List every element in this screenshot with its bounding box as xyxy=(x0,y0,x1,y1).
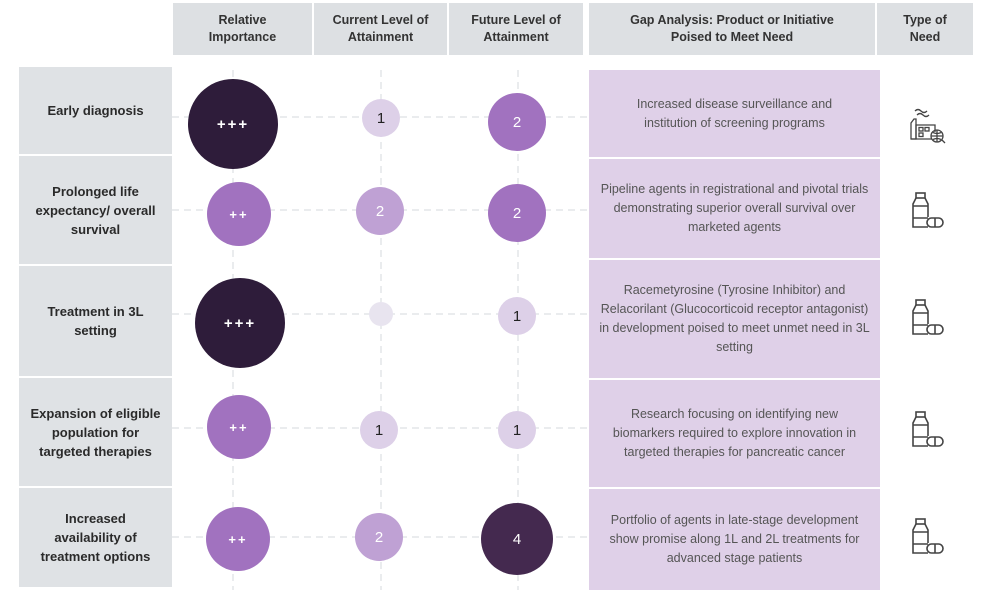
future-level-bubble-early-diagnosis: 2 xyxy=(488,93,546,151)
row-label-early-diagnosis: Early diagnosis xyxy=(19,67,172,154)
need-label: Treatment in 3L setting xyxy=(47,304,144,338)
importance-bubble-prolonged-life: ++ xyxy=(207,182,271,246)
medicine-bottle-pill-icon xyxy=(905,408,949,452)
future-level-value: 2 xyxy=(512,204,522,222)
current-level-bubble-treatment-options: 2 xyxy=(355,513,403,561)
gap-box-treatment-3l: Racemetyrosine (Tyrosine Inhibitor) and … xyxy=(589,260,880,378)
importance-bubble-treatment-options: ++ xyxy=(206,507,270,571)
future-level-bubble-treatment-3l: 1 xyxy=(498,297,536,335)
header-relative-importance: Relative Importance xyxy=(173,3,312,55)
gap-box-prolonged-life: Pipeline agents in registrational and pi… xyxy=(589,159,880,258)
header-gap-analysis: Gap Analysis: Product or Initiative Pois… xyxy=(589,3,875,55)
current-level-bubble-expansion-population: 1 xyxy=(360,411,398,449)
need-label: Prolonged life expectancy/ overall survi… xyxy=(35,183,156,237)
row-label-treatment-3l: Treatment in 3L setting xyxy=(19,266,172,376)
header-current-level: Current Level of Attainment xyxy=(314,3,447,55)
gap-box-expansion-population: Research focusing on identifying new bio… xyxy=(589,380,880,487)
header-label: Current Level of Attainment xyxy=(332,13,429,44)
future-level-bubble-expansion-population: 1 xyxy=(498,411,536,449)
future-level-bubble-treatment-options: 4 xyxy=(481,503,553,575)
header-label: Gap Analysis: Product or Initiative Pois… xyxy=(630,13,834,44)
importance-bubble-early-diagnosis: +++ xyxy=(188,79,278,169)
importance-value: +++ xyxy=(216,115,250,133)
header-label: Future Level of Attainment xyxy=(471,13,561,44)
medicine-bottle-pill-icon xyxy=(905,296,949,340)
need-label: Early diagnosis xyxy=(47,103,144,118)
future-level-value: 4 xyxy=(512,530,522,548)
header-label: Type of Need xyxy=(903,13,947,44)
row-label-treatment-options: Increased availability of treatment opti… xyxy=(19,488,172,587)
importance-value: ++ xyxy=(228,531,248,547)
gap-text: Increased disease surveillance and insti… xyxy=(636,96,833,130)
gap-text: Research focusing on identifying new bio… xyxy=(612,407,857,459)
gap-text: Racemetyrosine (Tyrosine Inhibitor) and … xyxy=(599,283,870,354)
need-label: Increased availability of treatment opti… xyxy=(40,511,151,564)
row-label-expansion-population: Expansion of eligible population for tar… xyxy=(19,378,172,486)
current-level-value: 1 xyxy=(376,109,386,127)
gap-box-early-diagnosis: Increased disease surveillance and insti… xyxy=(589,70,880,157)
current-level-value: 2 xyxy=(375,202,385,220)
gap-text: Pipeline agents in registrational and pi… xyxy=(600,182,869,234)
importance-value: ++ xyxy=(229,206,249,222)
importance-value: +++ xyxy=(223,314,257,332)
header-type-of-need: Type of Need xyxy=(877,3,973,55)
importance-bubble-treatment-3l: +++ xyxy=(195,278,285,368)
medicine-bottle-pill-icon xyxy=(905,189,949,233)
future-level-bubble-prolonged-life: 2 xyxy=(488,184,546,242)
row-label-prolonged-life: Prolonged life expectancy/ overall survi… xyxy=(19,156,172,264)
current-level-value: 2 xyxy=(374,528,384,546)
medicine-bottle-pill-icon xyxy=(905,515,949,559)
current-level-value: 1 xyxy=(374,421,384,439)
current-level-bubble-prolonged-life: 2 xyxy=(356,187,404,235)
gap-text: Portfolio of agents in late-stage develo… xyxy=(609,513,860,565)
header-future-level: Future Level of Attainment xyxy=(449,3,583,55)
factory-globe-icon xyxy=(905,101,949,145)
current-level-bubble-treatment-3l xyxy=(369,302,393,326)
gap-box-treatment-options: Portfolio of agents in late-stage develo… xyxy=(589,489,880,590)
future-level-value: 2 xyxy=(512,113,522,131)
importance-bubble-expansion-population: ++ xyxy=(207,395,271,459)
header-label: Relative Importance xyxy=(208,13,277,44)
need-label: Expansion of eligible population for tar… xyxy=(30,405,161,459)
future-level-value: 1 xyxy=(512,421,522,439)
current-level-bubble-early-diagnosis: 1 xyxy=(362,99,400,137)
importance-value: ++ xyxy=(229,419,249,435)
future-level-value: 1 xyxy=(512,307,522,325)
